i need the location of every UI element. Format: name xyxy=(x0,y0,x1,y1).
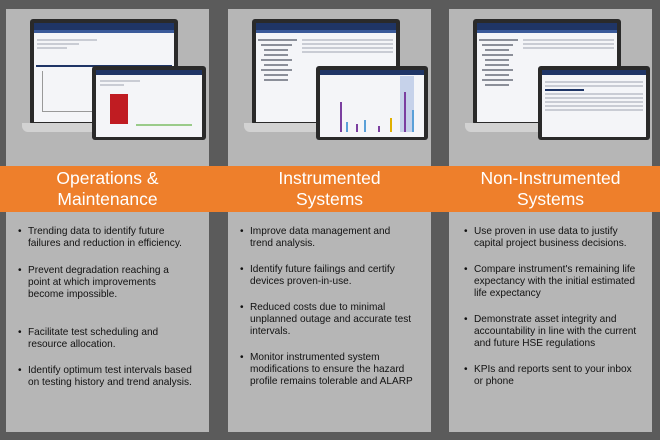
list-item: Reduced costs due to minimal unplanned o… xyxy=(240,302,415,338)
list-item: Demonstrate asset integrity and accounta… xyxy=(464,314,639,350)
title-line: Systems xyxy=(516,189,585,209)
list-item: Facilitate test scheduling and resource … xyxy=(18,327,193,351)
column-title-non-instrumented: Non-Instrumented Systems xyxy=(449,168,652,210)
title-line: Instrumented xyxy=(278,168,381,188)
column-title-instrumented: Instrumented Systems xyxy=(228,168,431,210)
list-item: Identify optimum test intervals based on… xyxy=(18,365,193,389)
header-band xyxy=(0,166,660,212)
list-item: Improve data management and trend analys… xyxy=(240,226,415,250)
title-line: Operations & xyxy=(56,168,159,188)
title-line: Systems xyxy=(295,189,364,209)
title-line: Non-Instrumented xyxy=(480,168,621,188)
list-item: Identify future failings and certify dev… xyxy=(240,264,415,288)
column-title-operations: Operations & Maintenance xyxy=(6,168,209,210)
bullet-list-operations: Trending data to identify future failure… xyxy=(18,226,193,389)
bullet-list-non-instrumented: Use proven in use data to justify capita… xyxy=(464,226,639,388)
title-line: Maintenance xyxy=(57,189,158,209)
list-item: Compare instrument's remaining life expe… xyxy=(464,264,639,300)
list-item: Monitor instrumented system modification… xyxy=(240,352,415,388)
list-item: KPIs and reports sent to your inbox or p… xyxy=(464,364,639,388)
bullet-list-instrumented: Improve data management and trend analys… xyxy=(240,226,415,388)
list-item: Prevent degradation reaching a point at … xyxy=(18,265,193,301)
list-item: Use proven in use data to justify capita… xyxy=(464,226,639,250)
list-item: Trending data to identify future failure… xyxy=(18,226,193,250)
